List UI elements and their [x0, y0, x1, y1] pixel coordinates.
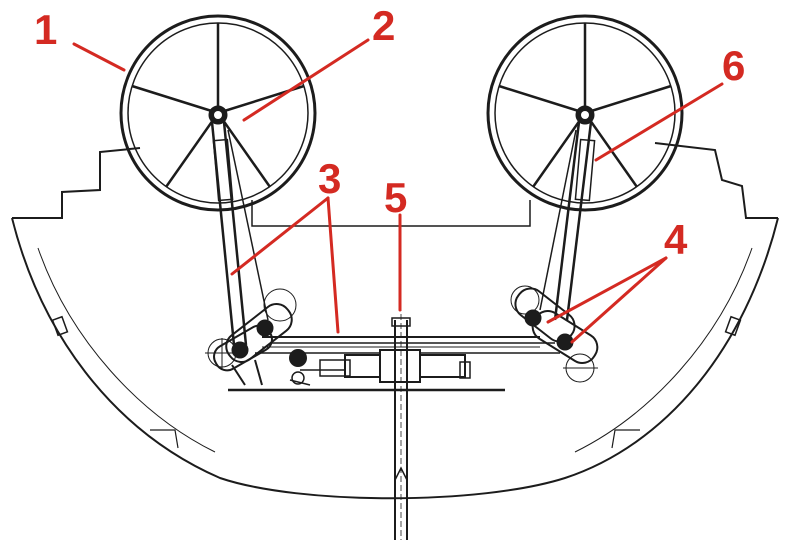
hull-bottom-step-left: [150, 429, 179, 449]
upper-frame: [251, 200, 531, 227]
leader-2: [242, 38, 370, 122]
label-5: 5: [384, 174, 407, 221]
left-shaft-assembly: [210, 121, 269, 346]
leader-4b: [570, 256, 668, 344]
right-wheel-rim-outer: [486, 14, 684, 212]
label-1: 1: [34, 6, 57, 53]
leader-3b: [326, 196, 340, 334]
left-strut-cylinder: [212, 138, 234, 202]
hull-port-right: [724, 315, 742, 337]
leader-6: [594, 82, 724, 162]
hull-port-left: [51, 315, 69, 337]
leader-4a: [546, 256, 668, 324]
callout-labels: 1 2 3 4 5 6: [34, 2, 745, 263]
left-wheel-rim-outer: [119, 14, 317, 212]
label-3: 3: [318, 155, 341, 202]
right-strut-cylinder: [574, 138, 596, 202]
hull-bottom-step-right: [611, 429, 640, 449]
leader-3a: [230, 196, 330, 276]
label-4: 4: [664, 216, 688, 263]
left-wheel-spokes: [131, 23, 305, 188]
right-shaft-assembly: [539, 121, 596, 321]
left-wheel: [119, 14, 317, 212]
left-pulley-assembly: [205, 288, 297, 386]
label-2: 2: [372, 2, 395, 49]
hull-inner-line: [37, 247, 753, 453]
right-pulley-assembly: [510, 285, 599, 383]
leader-lines: [72, 38, 724, 344]
label-6: 6: [722, 42, 745, 89]
leader-1: [72, 42, 126, 72]
central-actuator: [289, 349, 471, 386]
